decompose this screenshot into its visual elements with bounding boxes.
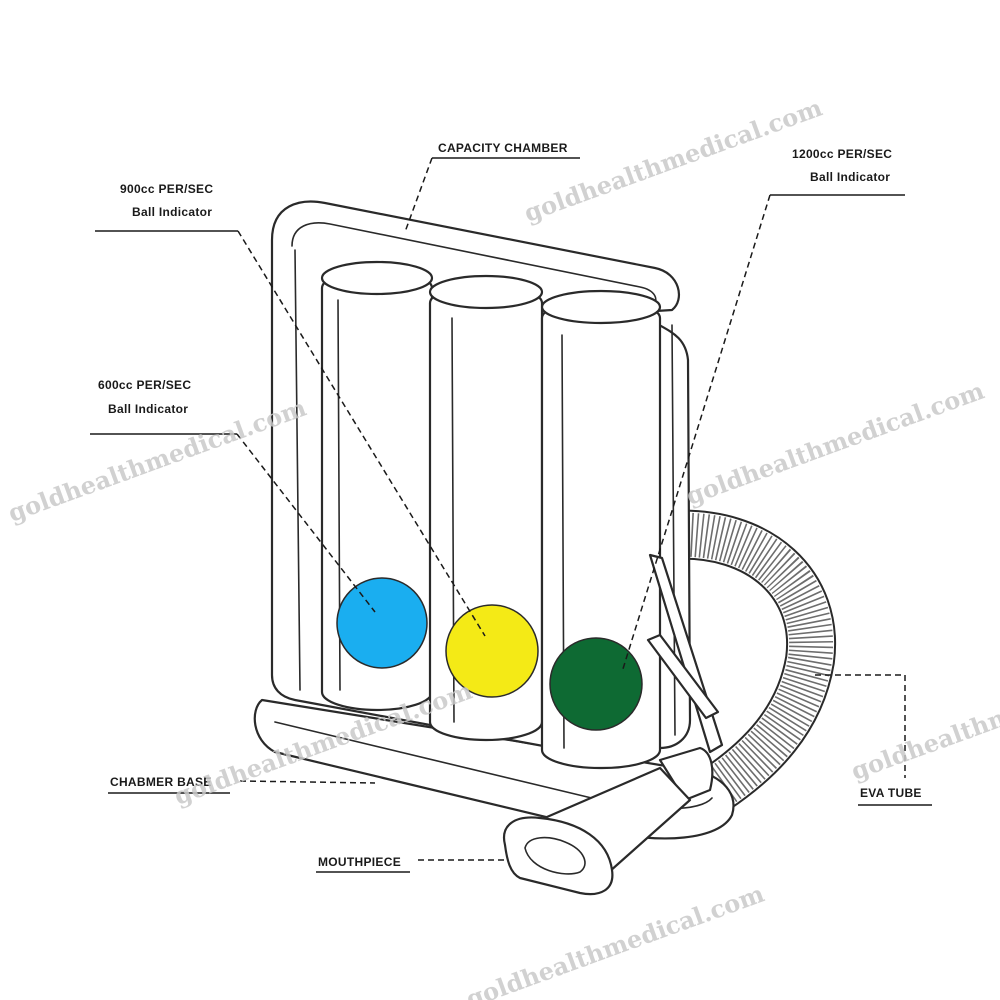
ball-600-leader — [236, 433, 376, 613]
watermark-6: goldhealthmedical.com — [462, 879, 768, 1000]
ball-1200-label-line1: 1200cc PER/SEC — [792, 147, 892, 161]
ball-900cc-indicator — [445, 604, 539, 698]
ball-1200cc-indicator — [549, 637, 643, 731]
ball-900-label-line1: 900cc PER/SEC — [120, 182, 213, 196]
eva-tube-label: EVA TUBE — [860, 786, 922, 800]
leader-lines — [90, 157, 932, 873]
ball-900-label-line2: Ball Indicator — [132, 205, 212, 219]
ball-1200-leader — [621, 194, 771, 673]
capacity-chamber-label: CAPACITY CHAMBER — [438, 141, 568, 155]
tube-bracket — [646, 553, 724, 754]
watermark-3: goldhealthmedical.com — [682, 376, 988, 511]
ball-600-label-line1: 600cc PER/SEC — [98, 378, 191, 392]
ball-600-label-line2: Ball Indicator — [108, 402, 188, 416]
mouthpiece — [502, 746, 714, 896]
chamber-base-leader — [239, 780, 376, 784]
watermark-1: goldhealthmedical.com — [520, 93, 826, 228]
ball-600cc-indicator — [336, 577, 428, 669]
ball-1200-label-line2: Ball Indicator — [810, 170, 890, 184]
capacity-chamber-leader — [404, 157, 433, 233]
eva-tube-leader — [815, 674, 906, 778]
watermark-5: goldhealthmedical.com — [847, 651, 1000, 786]
eva-tube — [647, 509, 837, 815]
chamber-base-label: CHABMER BASE — [110, 775, 212, 789]
mouthpiece-label: MOUTHPIECE — [318, 855, 401, 869]
ball-900-leader — [237, 230, 486, 637]
